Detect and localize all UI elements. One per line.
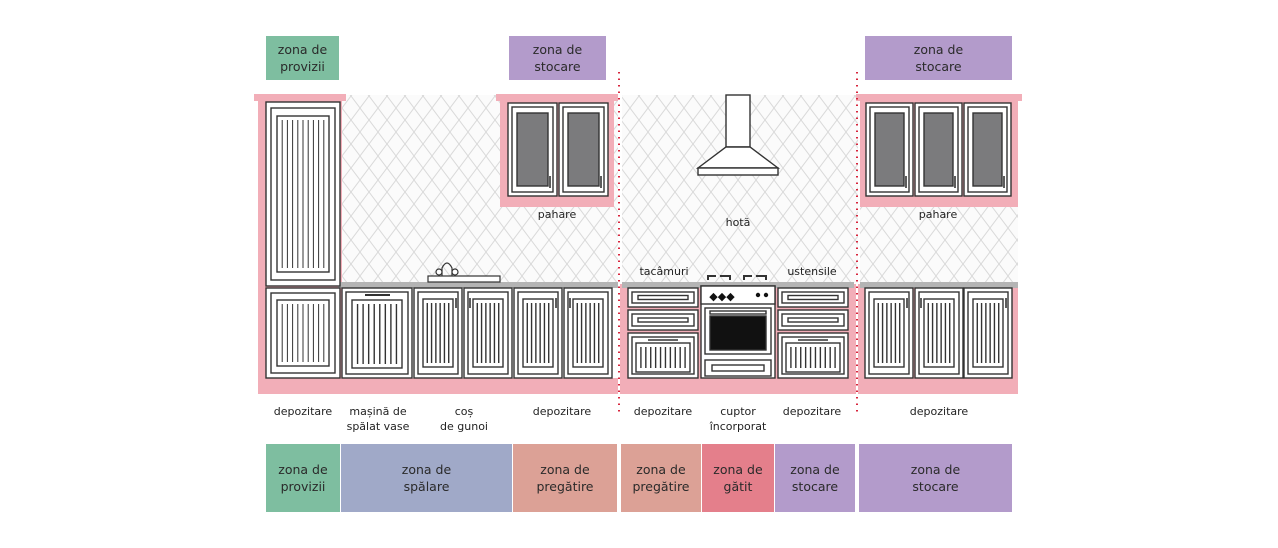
bottom-label-4: depozitare (532, 405, 592, 418)
base-cabinets-right (864, 287, 1013, 379)
bottom-label-6: cuptor încorporat (709, 405, 767, 433)
top-zone-stocare-right-text: zona de stocare (913, 42, 964, 74)
bottom-zone-pregatire-left: zona de pregătire (513, 444, 617, 512)
bottom-zone-pregatire-center-text: zona de pregătire (632, 462, 690, 494)
bottom-label-1: depozitare (273, 405, 333, 418)
bottom-zone-stocare-right-text: zona de stocare (910, 462, 961, 494)
base-cabinets-left (341, 287, 613, 379)
label-pahare-left: pahare (537, 208, 577, 221)
bottom-zone-spalare: zona de spălare (341, 444, 512, 512)
bottom-zone-provizii-text: zona de provizii (278, 462, 328, 494)
bottom-label-5: depozitare (633, 405, 693, 418)
bottom-zone-stocare-center: zona de stocare (775, 444, 855, 512)
bottom-label-7: depozitare (782, 405, 842, 418)
label-pahare-right: pahare (918, 208, 958, 221)
bottom-zone-gatit: zona de gătit (702, 444, 774, 512)
bottom-zone-spalare-text: zona de spălare (401, 462, 452, 494)
bottom-label-8: depozitare (909, 405, 969, 418)
upper-glass-cabinets-left (507, 102, 609, 197)
upper-glass-cabinets-right (865, 102, 1012, 197)
countertop-center (622, 282, 854, 288)
upper-right-crown (856, 94, 1022, 101)
top-zone-stocare-left: zona de stocare (509, 36, 606, 80)
svg-text:◆◆◆: ◆◆◆ (709, 290, 735, 303)
top-zone-stocare-left-text: zona de stocare (532, 42, 583, 74)
built-in-oven: ◆◆◆ (700, 285, 776, 379)
bottom-zone-pregatire-left-text: zona de pregătire (536, 462, 594, 494)
top-zone-provizii: zona de provizii (266, 36, 339, 80)
bottom-zone-pregatire-center: zona de pregătire (621, 444, 701, 512)
countertop-left (338, 282, 618, 288)
bottom-label-2: mașină de spălat vase (346, 405, 410, 433)
tall-pantry-cabinet (265, 101, 341, 379)
range-hood-icon (695, 94, 781, 176)
base-left-plinth (258, 378, 618, 394)
bottom-zone-provizii: zona de provizii (266, 444, 340, 512)
upper-left-crown (496, 94, 618, 101)
label-hota: hotă (725, 216, 751, 229)
label-tacamuri: tacâmuri (639, 265, 689, 278)
countertop-right (860, 282, 1018, 288)
bottom-zone-stocare-center-text: zona de stocare (790, 462, 840, 494)
pantry-crown (254, 94, 346, 101)
label-ustensile: ustensile (787, 265, 837, 278)
top-zone-stocare-right: zona de stocare (865, 36, 1012, 80)
faucet-icon (427, 262, 501, 283)
top-zone-provizii-text: zona de provizii (277, 42, 328, 74)
bottom-label-3: coș de gunoi (440, 405, 488, 433)
cooktop-icon (707, 275, 767, 280)
bottom-zone-stocare-right: zona de stocare (859, 444, 1012, 512)
bottom-zone-gatit-text: zona de gătit (713, 462, 763, 494)
base-cabinets-center (627, 287, 849, 379)
